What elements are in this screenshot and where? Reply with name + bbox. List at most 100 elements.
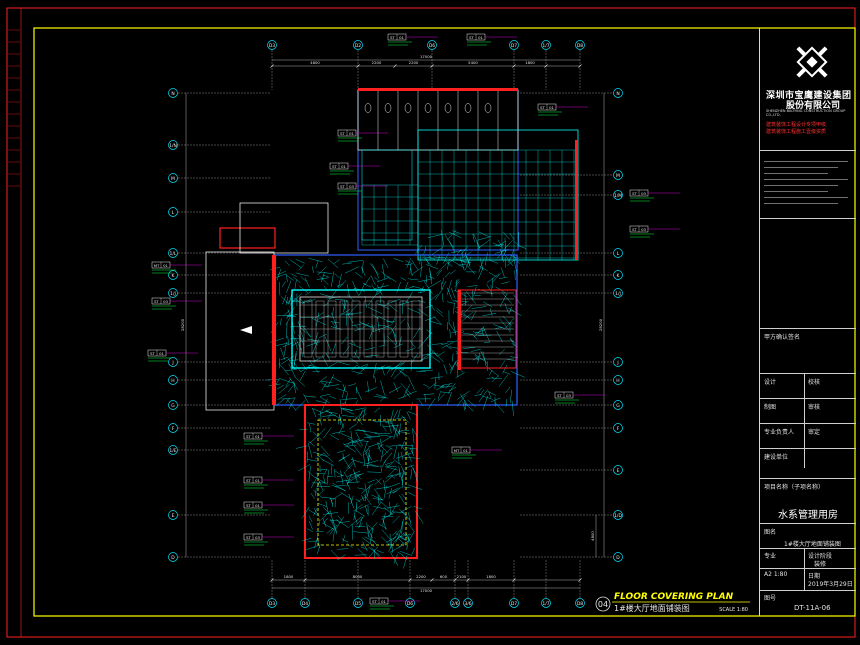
stone-joint [400, 518, 404, 533]
stone-joint [383, 258, 389, 268]
stone-joint [308, 515, 313, 522]
stone-joint [331, 377, 342, 383]
tb-vsep [804, 373, 805, 468]
stone-joint [411, 259, 419, 270]
stone-joint [364, 432, 372, 441]
stone-joint [402, 300, 404, 315]
stone-joint [347, 312, 363, 314]
stone-joint [322, 506, 332, 517]
stone-joint [374, 407, 381, 413]
stone-joint [356, 409, 363, 424]
stone-joint [288, 383, 295, 392]
stone-joint [504, 237, 506, 253]
toilet-fixture-icon [444, 103, 452, 113]
axis-right-bubble [613, 375, 623, 385]
axis-right-label: 1/J [615, 291, 621, 297]
stone-joint [313, 508, 318, 516]
stone-joint [425, 329, 433, 335]
stone-joint [435, 288, 443, 300]
stone-joint [398, 466, 403, 481]
stone-joint [342, 346, 350, 356]
stone-joint [314, 312, 324, 319]
stone-joint [371, 494, 384, 501]
stone-joint [387, 418, 392, 433]
stone-joint [427, 280, 442, 289]
stone-joint [376, 550, 384, 554]
stone-joint [379, 344, 387, 347]
stone-joint [359, 321, 372, 328]
axis-bottom-label: D7 [511, 601, 517, 607]
stone-joint [284, 341, 287, 356]
stone-joint [381, 448, 392, 458]
stone-joint [329, 434, 340, 441]
stone-joint [393, 446, 397, 460]
stone-joint [307, 459, 318, 462]
stone-joint [312, 266, 314, 273]
stone-joint [412, 429, 415, 444]
stone-joint [284, 368, 297, 372]
stone-joint [505, 386, 511, 394]
stone-joint [474, 329, 486, 334]
drawing-label: 图名 [764, 529, 777, 536]
stone-joint [338, 456, 346, 462]
stone-joint [347, 470, 361, 477]
stone-joint [488, 368, 500, 377]
stone-joint [397, 409, 401, 419]
stone-joint [472, 355, 481, 361]
stone-joint [342, 443, 357, 453]
stone-joint [453, 303, 455, 314]
axis-right-label: K [617, 273, 621, 279]
stone-joint [393, 368, 404, 380]
stone-joint [294, 376, 305, 387]
stone-joint [327, 258, 339, 269]
dim-top-text: 4800 [310, 60, 320, 65]
axis-left-label: J [171, 360, 173, 366]
stone-joint [325, 410, 339, 418]
stone-joint [368, 546, 379, 558]
stone-joint [354, 430, 366, 431]
stone-joint [307, 528, 314, 533]
axis-left-bubble [168, 270, 178, 280]
stone-joint [367, 525, 375, 531]
stone-joint [390, 418, 395, 431]
axis-left-label: 1/E [169, 448, 176, 454]
stone-joint [421, 254, 432, 266]
stone-joint [449, 359, 459, 371]
stone-joint [473, 286, 477, 297]
material-tag-code: ST [246, 478, 251, 483]
stone-joint [428, 276, 435, 279]
stone-joint [397, 533, 412, 538]
terrace-wall [272, 255, 276, 405]
stone-joint [323, 518, 328, 524]
stone-joint [402, 469, 404, 485]
project-name: 水系管理用房 [778, 510, 838, 521]
stone-joint [361, 322, 370, 329]
axis-left-bubble [168, 400, 178, 410]
stone-joint [308, 443, 313, 458]
dim-bottom-text: 8000 [353, 574, 363, 579]
axis-bottom-bubble [541, 598, 551, 608]
stone-joint [310, 474, 319, 489]
stone-joint [360, 266, 366, 276]
dim-top-text: 5400 [468, 60, 478, 65]
stone-joint [352, 370, 363, 375]
stone-joint [354, 324, 361, 331]
check-label: 校核 [808, 379, 821, 386]
stone-joint [379, 438, 382, 446]
stone-joint [310, 493, 315, 499]
stone-joint [441, 280, 447, 290]
material-tag-code: ST [246, 535, 251, 540]
lower-wing [304, 404, 418, 559]
stone-joint [447, 259, 450, 270]
axis-right-label: L [617, 251, 620, 257]
material-tag-num: 01 [549, 105, 554, 110]
stone-joint [320, 380, 333, 383]
stone-joint [353, 469, 358, 483]
axis-top-bubble [541, 40, 551, 50]
material-tag-code: ST [372, 599, 377, 604]
axis-right-bubble [613, 190, 623, 200]
stone-joint [314, 331, 319, 344]
stone-joint [381, 516, 394, 518]
dim-bottom-text: 600 [440, 574, 448, 579]
stone-joint [318, 428, 326, 435]
